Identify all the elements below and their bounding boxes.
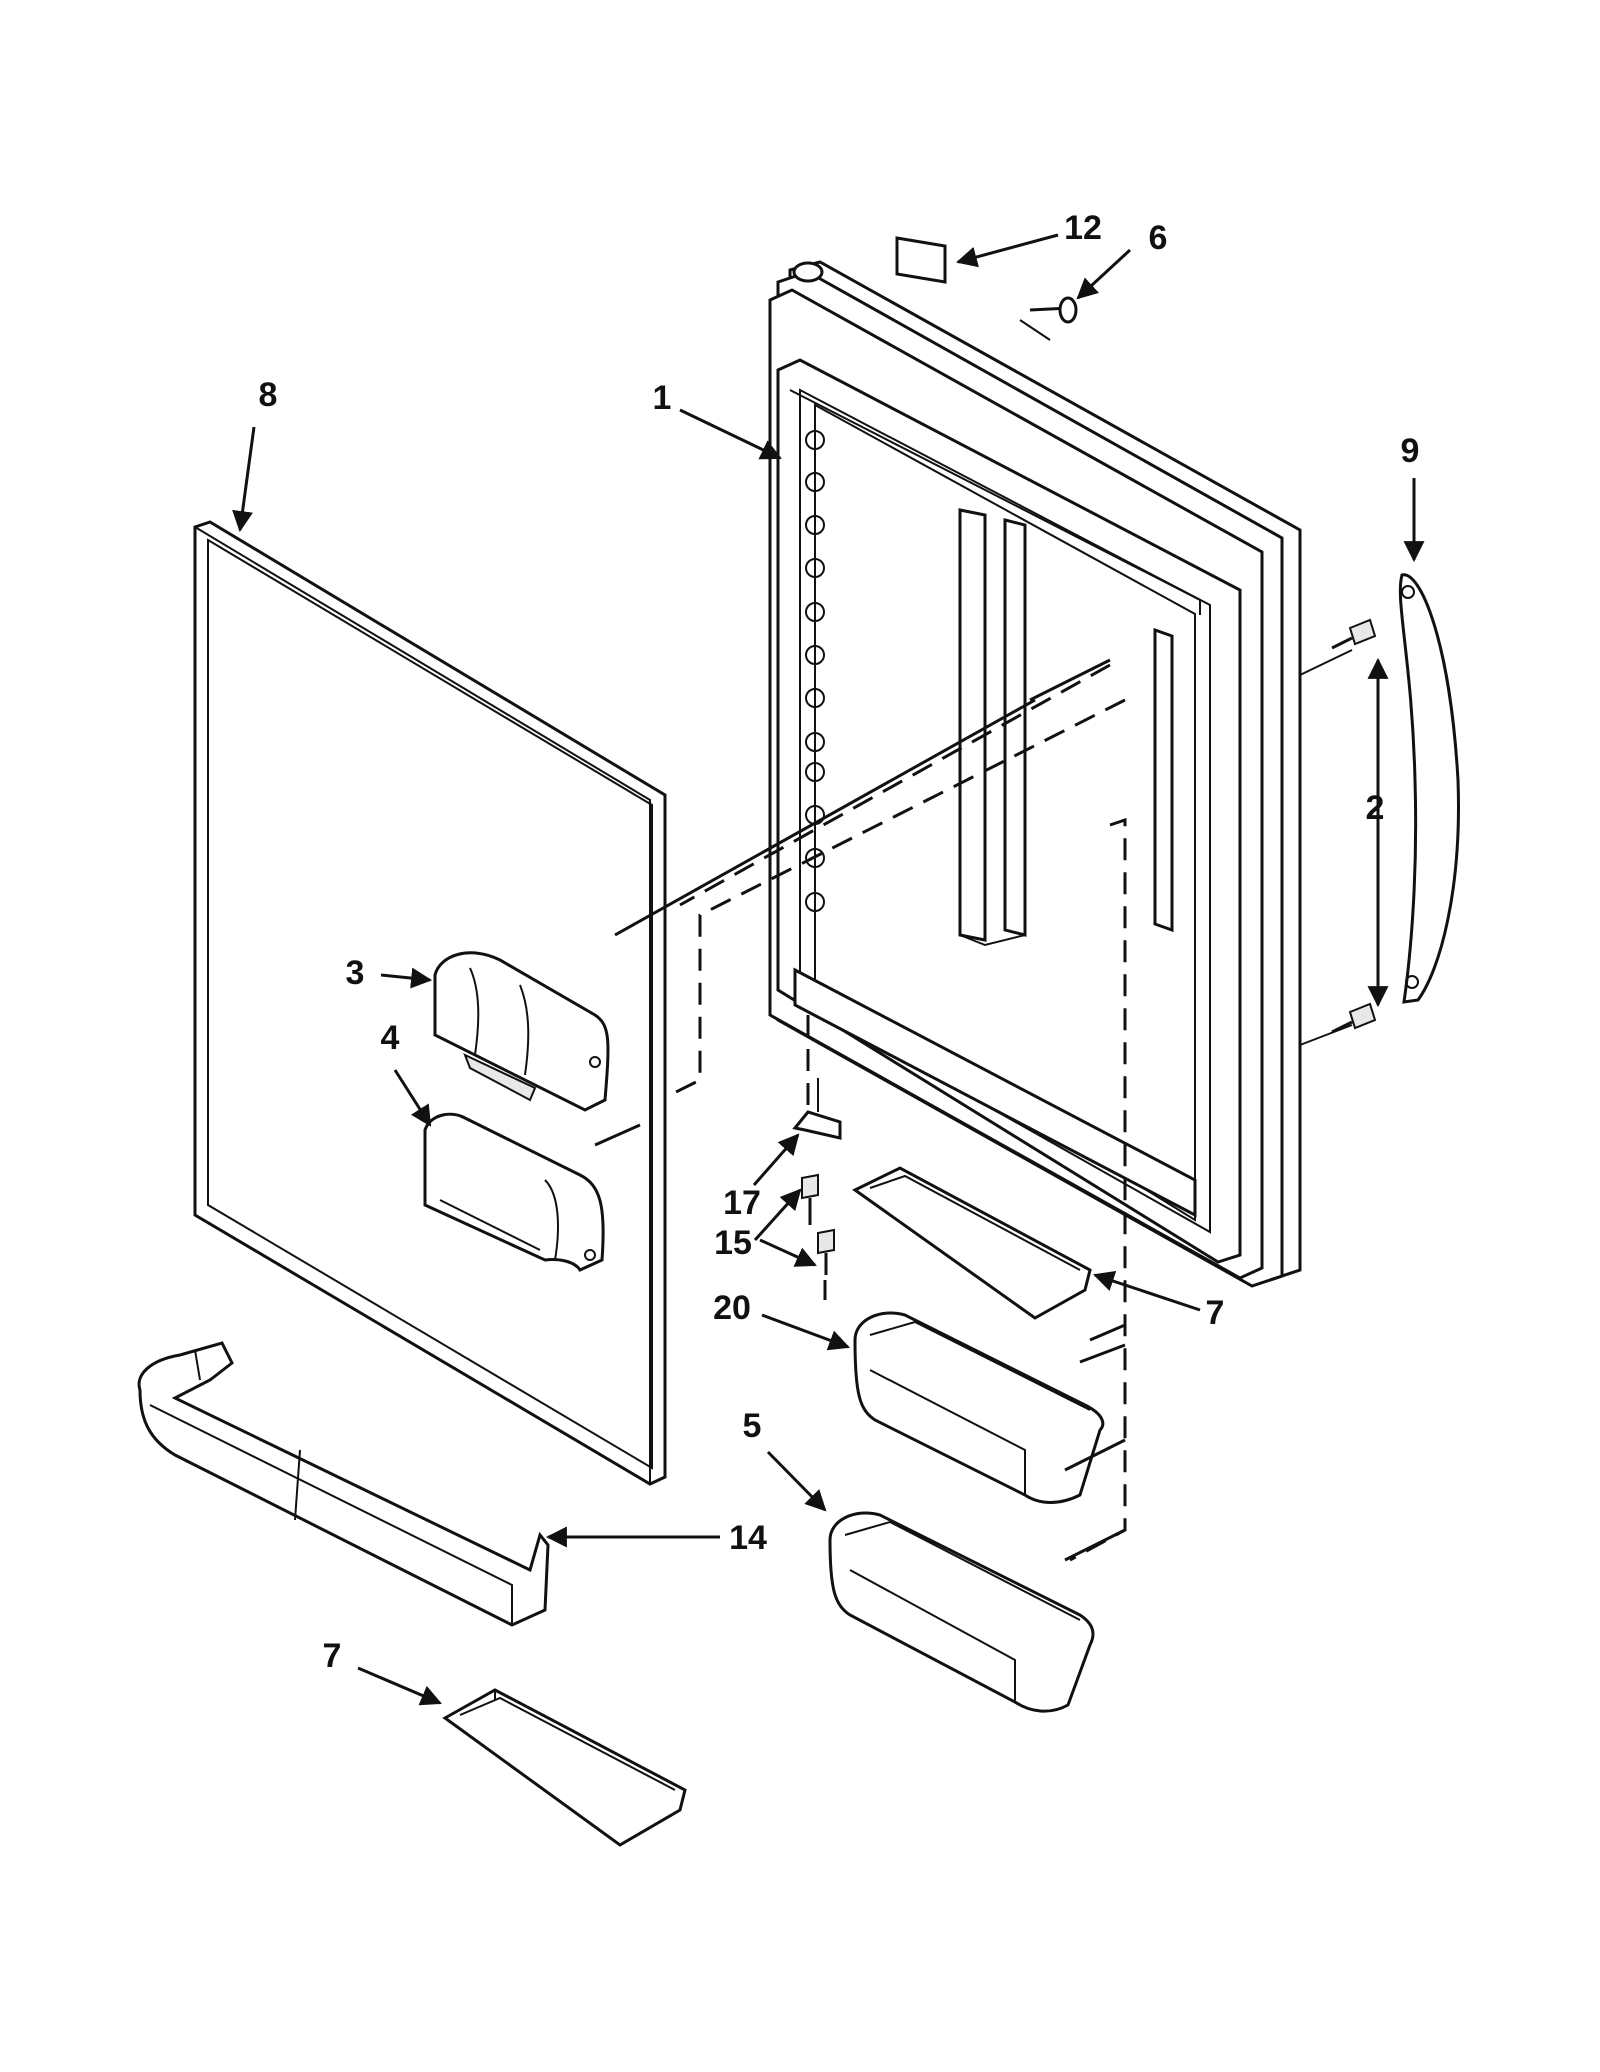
door-bin-small-part — [828, 1511, 1095, 1713]
callout-6: 6 — [1149, 219, 1168, 257]
door-liner-part — [768, 260, 1302, 1288]
callout-2: 2 — [1366, 789, 1385, 827]
callout-7-left: 7 — [323, 1637, 342, 1675]
bracket-screw-lower-part — [817, 1228, 835, 1275]
callout-7-right: 7 — [1206, 1294, 1225, 1332]
callout-leaders — [232, 233, 1425, 1706]
shelf-tray-bottom-part — [442, 1688, 687, 1847]
callout-5: 5 — [743, 1407, 762, 1445]
tape-label-part — [895, 236, 947, 284]
hinge-screw-part — [1019, 296, 1078, 341]
door-bin-medium-part — [853, 1311, 1105, 1504]
callout-4: 4 — [381, 1019, 400, 1057]
callout-17: 17 — [723, 1184, 761, 1222]
liner-fastener-holes — [805, 430, 825, 912]
callout-1: 1 — [653, 379, 672, 417]
outer-door-panel-part — [193, 520, 667, 1486]
assembly-lines — [594, 658, 1127, 1562]
callout-14: 14 — [729, 1519, 767, 1557]
door-handle-part — [1299, 573, 1460, 1046]
door-bin-large-part — [137, 1341, 550, 1627]
dispenser-tray-part — [423, 1112, 605, 1272]
dispenser-cover-part — [433, 951, 610, 1112]
callout-15: 15 — [714, 1224, 752, 1262]
callout-20: 20 — [713, 1289, 751, 1327]
shelf-tray-top-part — [852, 1166, 1092, 1320]
callout-9: 9 — [1401, 432, 1420, 470]
callout-labels: 12 6 1 8 9 2 3 4 7 17 15 20 5 14 7 — [259, 209, 1420, 1675]
handle-screw-bottom-part — [1331, 1002, 1377, 1034]
callout-12: 12 — [1064, 209, 1102, 247]
handle-screw-top-part — [1331, 618, 1377, 650]
callout-3: 3 — [346, 954, 365, 992]
bracket-part — [792, 1078, 842, 1140]
callout-8: 8 — [259, 376, 278, 414]
bracket-screw-upper-part — [801, 1173, 819, 1225]
